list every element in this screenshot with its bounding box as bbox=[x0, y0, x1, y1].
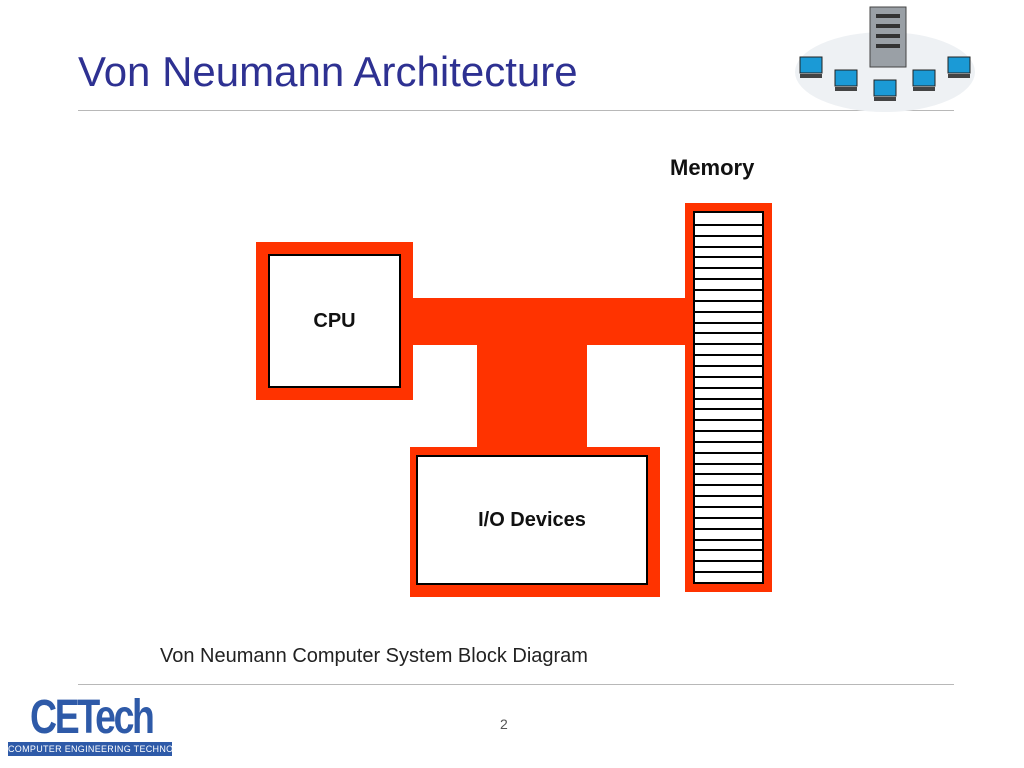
system-bus-horizontal bbox=[405, 298, 695, 345]
cetech-wordmark: CETech bbox=[30, 691, 155, 744]
memory-cell-divider bbox=[695, 256, 762, 259]
memory-cell-divider bbox=[695, 538, 762, 541]
memory-cell-divider bbox=[695, 234, 762, 237]
memory-label: Memory bbox=[670, 155, 755, 180]
memory-cell-divider bbox=[695, 278, 762, 281]
memory-cell-divider bbox=[695, 430, 762, 433]
memory-cell-divider bbox=[695, 408, 762, 411]
memory-cell-divider bbox=[695, 364, 762, 367]
page-number: 2 bbox=[500, 716, 508, 732]
memory-cell-divider bbox=[695, 397, 762, 400]
title-divider bbox=[78, 110, 954, 111]
network-computers-icon bbox=[795, 6, 975, 112]
memory-cell-divider bbox=[695, 299, 762, 302]
von-neumann-block-diagram: CPU I/O Devices Memory bbox=[250, 150, 790, 610]
memory-cell-divider bbox=[695, 506, 762, 509]
diagram-caption: Von Neumann Computer System Block Diagra… bbox=[160, 645, 588, 667]
memory-cell-divider bbox=[695, 321, 762, 324]
io-devices-block: I/O Devices bbox=[410, 447, 660, 597]
memory-cell-divider bbox=[695, 451, 762, 454]
memory-cell-divider bbox=[695, 516, 762, 519]
memory-cell-divider bbox=[695, 223, 762, 226]
memory-cell-divider bbox=[695, 484, 762, 487]
memory-cell-divider bbox=[695, 473, 762, 476]
memory-cell-divider bbox=[695, 386, 762, 389]
memory-cell-divider bbox=[695, 560, 762, 563]
memory-cell-divider bbox=[695, 354, 762, 357]
cpu-label: CPU bbox=[313, 309, 356, 332]
memory-cell-divider bbox=[695, 375, 762, 378]
memory-cell-divider bbox=[695, 267, 762, 270]
cpu-block: CPU bbox=[256, 242, 413, 400]
memory-cell-divider bbox=[695, 419, 762, 422]
memory-cell-divider bbox=[695, 440, 762, 443]
slide-title: Von Neumann Architecture bbox=[78, 48, 578, 95]
memory-cells bbox=[693, 211, 764, 584]
memory-cell-divider bbox=[695, 527, 762, 530]
cetech-logo: CETech COMPUTER ENGINEERING TECHNOLOGY bbox=[8, 690, 172, 760]
footer-divider bbox=[78, 684, 954, 685]
system-bus-vertical bbox=[477, 340, 587, 452]
memory-cell-divider bbox=[695, 310, 762, 313]
memory-cell-divider bbox=[695, 495, 762, 498]
cetech-tagline: COMPUTER ENGINEERING TECHNOLOGY bbox=[8, 742, 172, 756]
memory-cell-divider bbox=[695, 245, 762, 248]
memory-cell-divider bbox=[695, 462, 762, 465]
memory-cell-divider bbox=[695, 343, 762, 346]
memory-cell-divider bbox=[695, 288, 762, 291]
memory-block bbox=[685, 203, 772, 592]
memory-cell-divider bbox=[695, 332, 762, 335]
memory-cell-divider bbox=[695, 571, 762, 574]
memory-cell-divider bbox=[695, 549, 762, 552]
io-devices-label: I/O Devices bbox=[478, 508, 586, 531]
